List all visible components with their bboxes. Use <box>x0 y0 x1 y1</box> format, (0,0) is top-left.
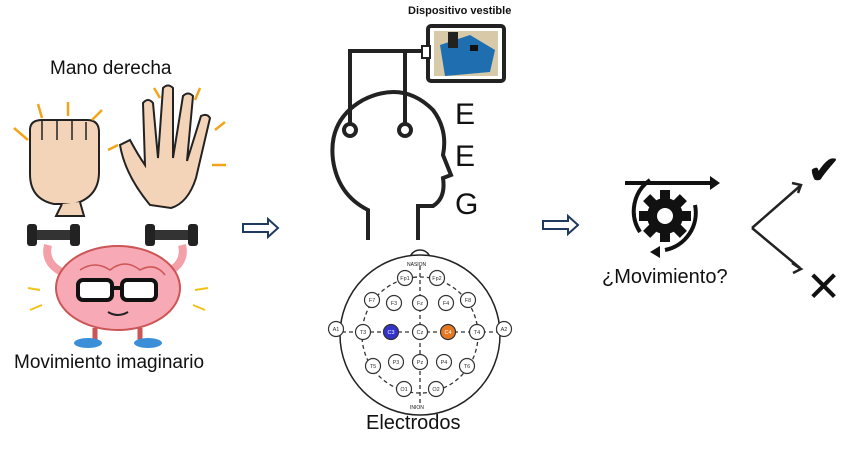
electrode-marker <box>468 323 486 341</box>
electrode-fp2: Fp2 <box>428 269 446 287</box>
hand-title: Mano derecha <box>50 58 172 79</box>
electrode-c3: C3 <box>382 323 400 341</box>
eeg-letter-2: E <box>455 140 476 173</box>
electrode-a1: A1 <box>327 320 345 338</box>
electrode-marker <box>435 353 453 371</box>
electrode-marker <box>411 294 429 312</box>
nasion-label: NASION <box>407 262 427 268</box>
electrode-marker <box>439 323 457 341</box>
electrode-label: Cz <box>417 330 424 336</box>
electrode-t3: T3 <box>354 323 372 341</box>
electrode-marker <box>354 323 372 341</box>
electrode-fp1: Fp1 <box>396 269 414 287</box>
electrode-label: C3 <box>387 330 394 336</box>
electrode-marker <box>459 291 477 309</box>
eeg-letter-1: E <box>455 98 476 131</box>
check-icon: ✔ <box>808 150 840 192</box>
electrode-marker <box>427 380 445 398</box>
decision-branches <box>751 181 804 275</box>
electrodes-caption: Electrodos <box>366 412 461 434</box>
electrode-label: Pz <box>417 360 424 366</box>
electrode-label: A1 <box>333 327 340 333</box>
electrode-o2: O2 <box>427 380 445 398</box>
electrode-label: F4 <box>443 301 449 307</box>
processing-gear-icon <box>625 176 720 258</box>
electrode-marker <box>385 294 403 312</box>
open-hand-icon <box>118 84 212 210</box>
electrode-label: F3 <box>391 301 397 307</box>
electrode-t6: T6 <box>458 357 476 375</box>
electrode-label: T5 <box>370 364 376 370</box>
cross-icon: ✕ <box>806 263 842 310</box>
imagery-label: Movimiento imaginario <box>14 352 205 373</box>
electrode-marker <box>428 269 446 287</box>
electrode-t5: T5 <box>364 357 382 375</box>
electrode-marker <box>437 294 455 312</box>
electrode-marker <box>495 320 513 338</box>
electrode-marker <box>327 320 345 338</box>
electrode-pz: Pz <box>411 353 429 371</box>
electrode-f8: F8 <box>459 291 477 309</box>
electrode-marker <box>396 269 414 287</box>
electrode-marker <box>363 291 381 309</box>
electrode-c4: C4 <box>439 323 457 341</box>
electrode-marker <box>411 353 429 371</box>
electrode-label: T3 <box>360 330 366 336</box>
electrode-marker <box>387 353 405 371</box>
wearable-device-image <box>421 24 506 83</box>
eeg-letter-3: G <box>455 188 479 221</box>
inion-label: INION <box>410 405 424 411</box>
electrode-f4: F4 <box>437 294 455 312</box>
electrode-label: A2 <box>501 327 508 333</box>
flow-arrow-1 <box>242 216 280 240</box>
electrode-marker <box>395 380 413 398</box>
electrode-f3: F3 <box>385 294 403 312</box>
electrode-label: Fp1 <box>400 276 409 282</box>
electrode-label: P4 <box>441 360 448 366</box>
electrode-cz: Cz <box>411 323 429 341</box>
electrode-label: T4 <box>474 330 480 336</box>
electrode-p4: P4 <box>435 353 453 371</box>
electrode-marker <box>364 357 382 375</box>
device-label: Dispositivo vestible <box>408 5 512 17</box>
electrode-label: Fp2 <box>432 276 441 282</box>
electrode-label: F8 <box>465 298 471 304</box>
electrode-marker <box>382 323 400 341</box>
electrode-label: O1 <box>400 387 407 393</box>
electrode-label: O2 <box>432 387 439 393</box>
electrode-o1: O1 <box>395 380 413 398</box>
movement-question: ¿Movimiento? <box>602 266 728 288</box>
electrode-f7: F7 <box>363 291 381 309</box>
electrode-marker <box>458 357 476 375</box>
electrode-fz: Fz <box>411 294 429 312</box>
electrode-label: C4 <box>444 330 451 336</box>
electrode-label: T6 <box>464 364 470 370</box>
electrode-a2: A2 <box>495 320 513 338</box>
electrode-marker <box>411 323 429 341</box>
electrode-label: P3 <box>393 360 400 366</box>
motion-arrows <box>13 87 226 167</box>
electrode-label: F7 <box>369 298 375 304</box>
electrode-p3: P3 <box>387 353 405 371</box>
brain-lifting-illustration <box>27 224 209 348</box>
fist-icon <box>29 119 100 217</box>
flow-arrow-2 <box>542 213 580 237</box>
electrode-label: Fz <box>417 301 423 307</box>
electrode-t4: T4 <box>468 323 486 341</box>
